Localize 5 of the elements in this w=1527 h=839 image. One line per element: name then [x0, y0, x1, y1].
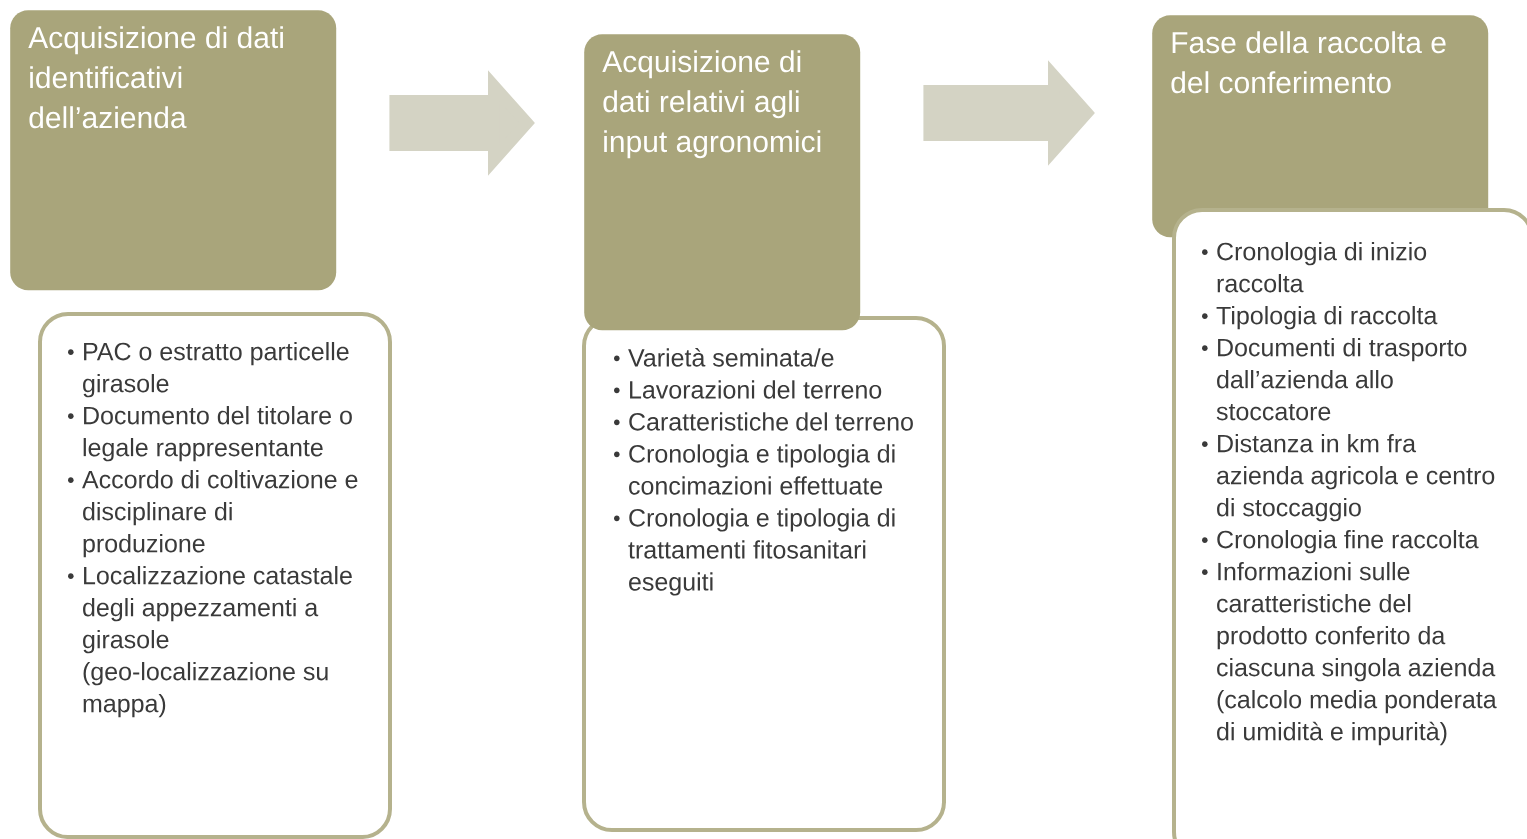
list-box: PAC o estratto particelle girasole Documento del titolare o legale rappresentante Accordo di coltivazione e disciplinare di produzione Localizzazione catastale degli appezzamenti a girasole (geo-localizzazione su mappa)	[38, 312, 392, 839]
list-box: Varietà seminata/e Lavorazioni del terreno Caratteristiche del terreno Cronologia e tipologia di concimazioni effettuate Cronologia e tipologia di trattamenti fitosanitari eseguiti	[582, 316, 946, 832]
header-box: Acquisizione di dati identificativi dell’azienda	[10, 10, 337, 291]
header-box: Acquisizione di dati relativi agli input agronomici	[584, 34, 861, 331]
list-box: Cronologia di inizio raccolta Tipologia di raccolta Documenti di trasporto dall’azienda allo stoccatore Distanza in km fra azienda agricola e centro di stoccaggio Cronologia fine raccolta Informazioni sulle caratteristiche del prodotto conferito da ciascuna singola azienda (calcolo media ponderata di umidità e impurità)	[1172, 208, 1527, 839]
